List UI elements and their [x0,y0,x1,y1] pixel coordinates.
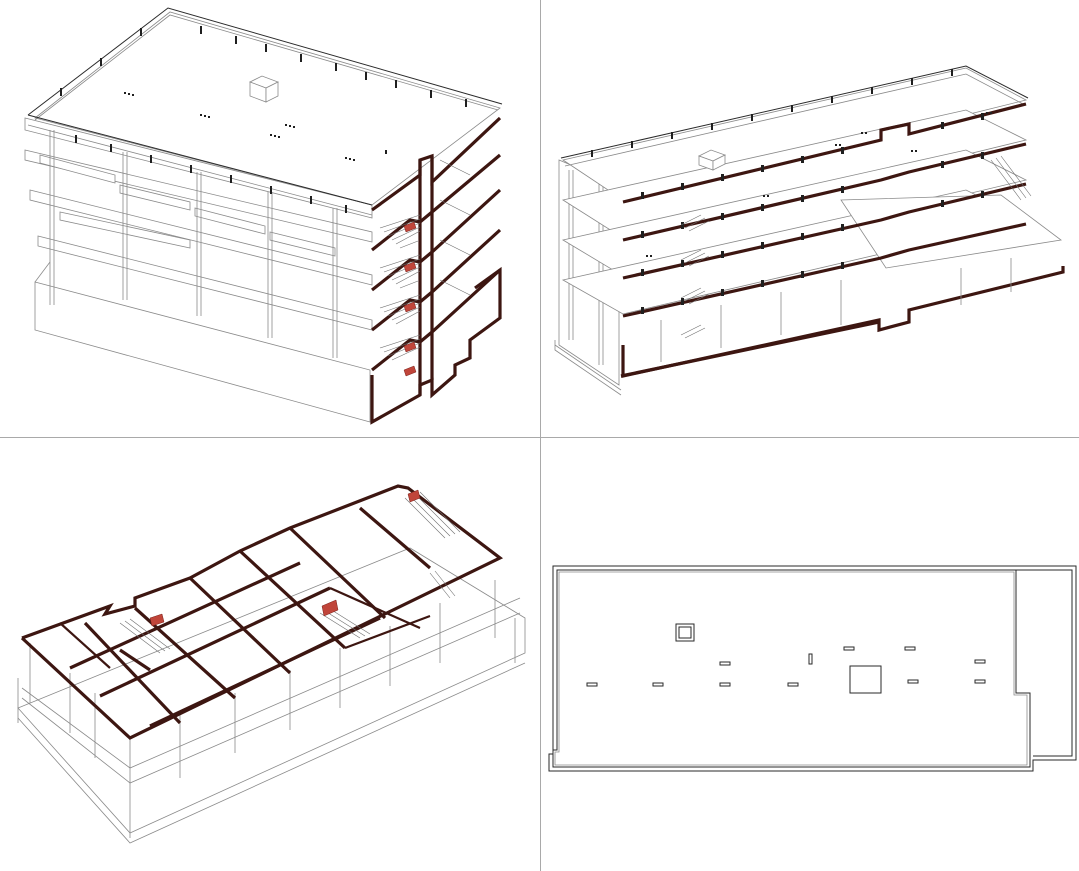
roof-outline [548,565,1077,772]
building-cutaway-drawing [24,7,503,425]
vertical-divider [540,0,541,871]
roof-hatch-icon [697,149,727,171]
ground-floor-front-face [34,281,371,423]
slab-cut-drawing [17,484,526,844]
viewport-isometric-section-cutaway[interactable] [0,0,540,437]
balcony-slabs [39,154,336,257]
roof-vents [646,112,992,257]
stair-landing-highlights [149,489,421,627]
columns [49,130,338,358]
horizontal-divider [0,437,1079,438]
parapet-posts [60,26,467,213]
section-cut-right [370,116,502,425]
building-long-section-drawing [554,65,1065,396]
floor-slabs [561,67,1062,315]
roof-vents [586,646,986,687]
viewport-isometric-slab-cut[interactable] [0,438,540,871]
stairs [680,155,1032,339]
stair-tower-outline [1016,569,1073,757]
floor-slabs [24,117,373,331]
viewport-roof-plan[interactable] [541,438,1079,871]
section-cut-front [620,102,1065,378]
parapet-inner-line [552,569,1031,768]
stair-cutaway [379,159,471,361]
stairs [119,491,461,654]
skylight [849,665,882,694]
roof-hatch-icon [249,75,279,103]
roof-plan-drawing [548,565,1077,772]
interior-columns [660,258,1012,362]
roof-vents [124,92,387,161]
roof-hatch-icon [675,623,695,642]
stair-landing-highlights [403,221,417,377]
slab-cut-grid [20,484,504,740]
front-column-ticks [641,113,984,314]
viewport-isometric-long-section[interactable] [541,0,1079,437]
parapet-posts [591,69,953,157]
lower-mass [17,547,526,834]
